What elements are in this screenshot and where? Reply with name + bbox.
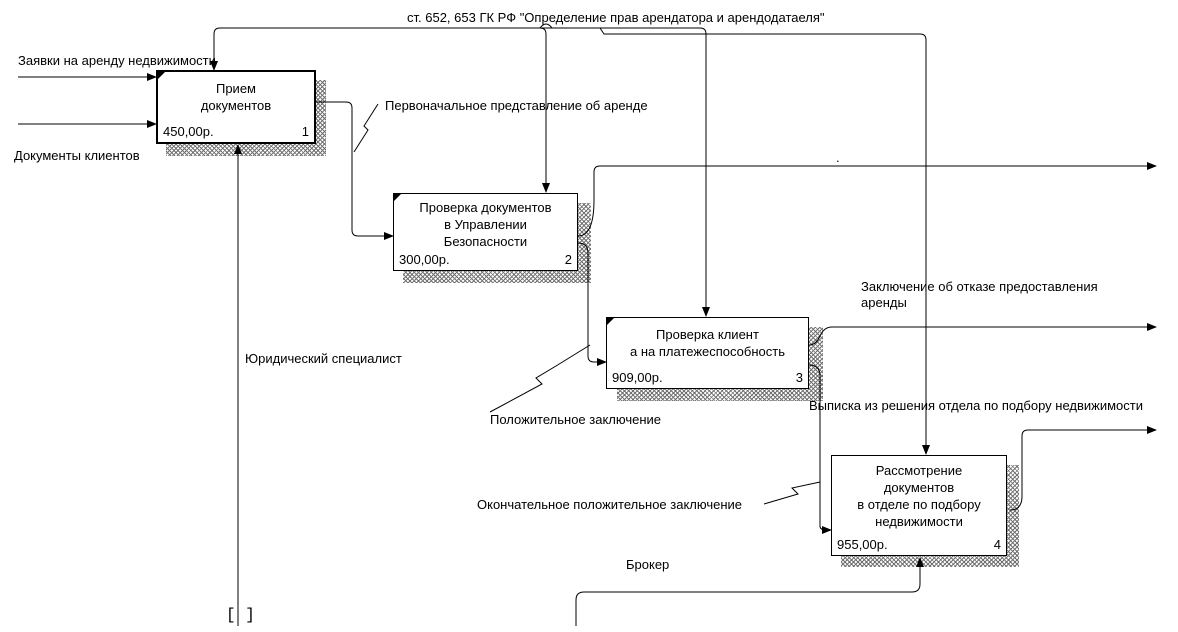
activity-title: Прием документов [200, 81, 272, 113]
label-mechanism-broker: Брокер [626, 557, 670, 572]
squiggle-initial [353, 103, 379, 153]
activity-box-2[interactable]: Проверка документов в Управлении Безопас… [393, 193, 578, 271]
label-final-positive: Окончательное положительное заключение [477, 497, 743, 512]
activity-number: 3 [795, 370, 803, 385]
label-input-documents: Документы клиентов [14, 148, 140, 163]
label-positive-conclusion: Положительное заключение [490, 412, 662, 427]
corner-marker [157, 71, 166, 80]
activity-number: 1 [301, 124, 309, 139]
activity-cost: 450,00р. [163, 124, 214, 139]
activity-box-1[interactable]: Прием документов 450,00р. 1 [156, 70, 316, 144]
corner-marker [393, 193, 402, 202]
arrow-extract [1009, 426, 1157, 511]
activity-number: 4 [993, 537, 1001, 552]
activity-number: 2 [564, 252, 572, 267]
control-line-bump [539, 23, 553, 29]
label-refusal: Заключение об отказе предоставления арен… [861, 279, 1098, 310]
label-input-requests: Заявки на аренду недвижимости [18, 53, 216, 68]
squiggle-final [763, 481, 821, 505]
activity-cost: 909,00р. [612, 370, 663, 385]
activity-box-3[interactable]: Проверка клиент а на платежеспособность … [606, 317, 809, 389]
arrow-control-box1 [214, 27, 547, 70]
arrow-initial-representation [316, 101, 394, 240]
label-extract: Выписка из решения отдела по подбору нед… [809, 398, 1143, 413]
activity-title: Проверка документов в Управлении Безопас… [419, 200, 552, 249]
arrow-box2-output [577, 162, 1157, 237]
tunnel-marker-icon: [ ] [226, 606, 255, 624]
stray-dot: . [836, 150, 840, 165]
arrow-control-box4 [599, 27, 930, 455]
corner-marker [606, 317, 615, 326]
activity-title: Проверка клиент а на платежеспособность [630, 327, 785, 359]
label-mechanism-lawyer: Юридический специалист [245, 351, 402, 366]
activity-title: Рассмотрение документов в отделе по подб… [857, 463, 981, 529]
squiggle-positive [489, 344, 591, 413]
label-control-top: ст. 652, 653 ГК РФ "Определение прав аре… [407, 10, 825, 25]
activity-cost: 300,00р. [399, 252, 450, 267]
arrow-refusal [808, 323, 1157, 346]
activity-box-4[interactable]: Рассмотрение документов в отделе по подб… [831, 455, 1007, 556]
arrow-mechanism-broker [575, 557, 924, 626]
activity-cost: 955,00р. [837, 537, 888, 552]
label-initial-representation: Первоначальное представление об аренде [385, 98, 648, 113]
